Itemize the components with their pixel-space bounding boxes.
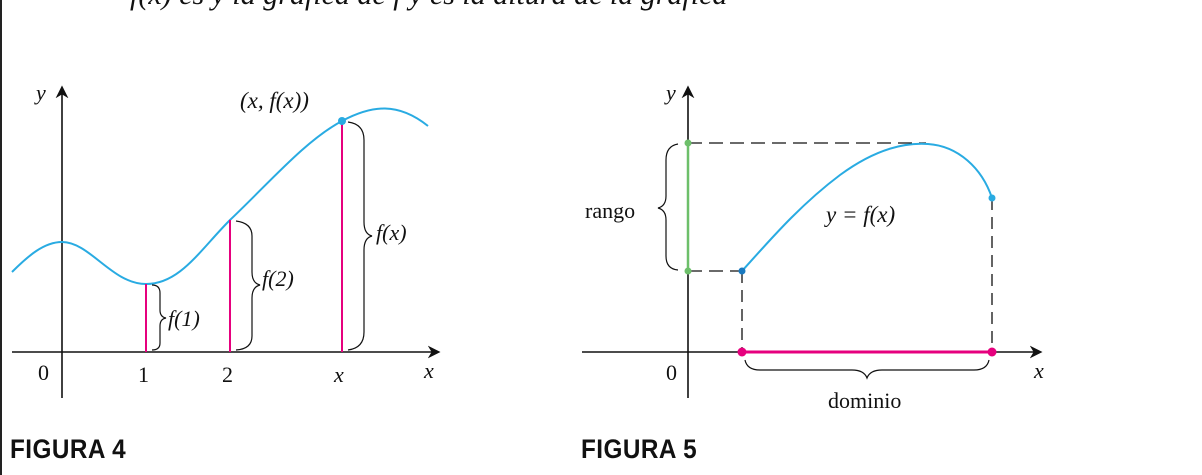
- fig5-range-endpoint-bottom: [684, 267, 692, 275]
- figure-5: y x 0 rango dominio y = f(x): [582, 80, 1044, 413]
- fig4-y-label: y: [34, 80, 46, 105]
- figure-5-caption: FIGURA 5: [581, 434, 698, 464]
- fig5-range-endpoint-top: [684, 139, 692, 147]
- fig5-domain-endpoint-right: [987, 347, 997, 357]
- fig5-range-brace: [657, 143, 679, 271]
- fig5-domain-endpoint-left: [737, 347, 747, 357]
- fig4-point-label: (x, f(x)): [240, 88, 309, 113]
- fig4-brace-f2: [235, 220, 261, 351]
- fig5-y-label: y: [664, 80, 676, 105]
- fig5-range-label: rango: [585, 198, 635, 223]
- fig4-label-f2: f(2): [262, 266, 294, 291]
- fig4-origin-label: 0: [38, 360, 49, 385]
- fig4-label-fx: f(x): [376, 220, 407, 245]
- page-left-rule: [0, 0, 2, 475]
- fig5-origin-label: 0: [666, 360, 677, 385]
- fig4-tick-1-label: 1: [138, 362, 149, 387]
- fig5-curve-endpoint-right: [988, 194, 996, 202]
- fig5-domain-label: dominio: [828, 388, 901, 413]
- fig5-domain-brace: [744, 359, 990, 380]
- fig4-brace-fx: [347, 121, 373, 351]
- fig4-label-f1: f(1): [168, 306, 200, 331]
- fig4-tick-x-label: x: [333, 362, 344, 387]
- fig5-curve: [741, 142, 993, 272]
- fig4-point-x-fx: [338, 117, 346, 125]
- fig4-tick-2-label: 2: [222, 362, 233, 387]
- fig4-brace-f1: [151, 284, 167, 351]
- fig5-curve-endpoint-left: [738, 267, 746, 275]
- fig4-x-label: x: [423, 358, 434, 383]
- figure-4: y x 0 1 2 x f(1) f(2) f(x) (x, f(x)): [11, 80, 441, 398]
- fig5-x-label: x: [1033, 358, 1044, 383]
- fig4-curve: [11, 107, 429, 286]
- header-cutoff-text: f(x) es y la gráfica de f y es la altura…: [130, 0, 727, 11]
- figure-4-caption: FIGURA 4: [10, 434, 127, 464]
- fig5-curve-label: y = f(x): [824, 202, 895, 227]
